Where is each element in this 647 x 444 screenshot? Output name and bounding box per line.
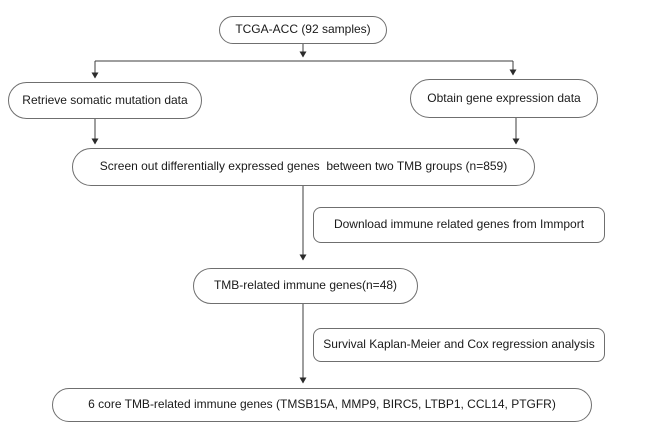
node-tcga-samples: TCGA-ACC (92 samples): [219, 16, 387, 44]
node-retrieve-somatic-mutation: Retrieve somatic mutation data: [8, 82, 202, 119]
node-six-core-immune-genes: 6 core TMB-related immune genes (TMSB15A…: [52, 388, 592, 422]
node-survival-cox-analysis: Survival Kaplan-Meier and Cox regression…: [313, 328, 605, 362]
node-download-immport-genes: Download immune related genes from Immpo…: [313, 207, 605, 243]
node-screen-deg-tmb-groups: Screen out differentially expressed gene…: [72, 148, 535, 186]
node-tmb-related-immune-genes: TMB-related immune genes(n=48): [193, 268, 418, 304]
node-obtain-gene-expression: Obtain gene expression data: [410, 79, 598, 118]
